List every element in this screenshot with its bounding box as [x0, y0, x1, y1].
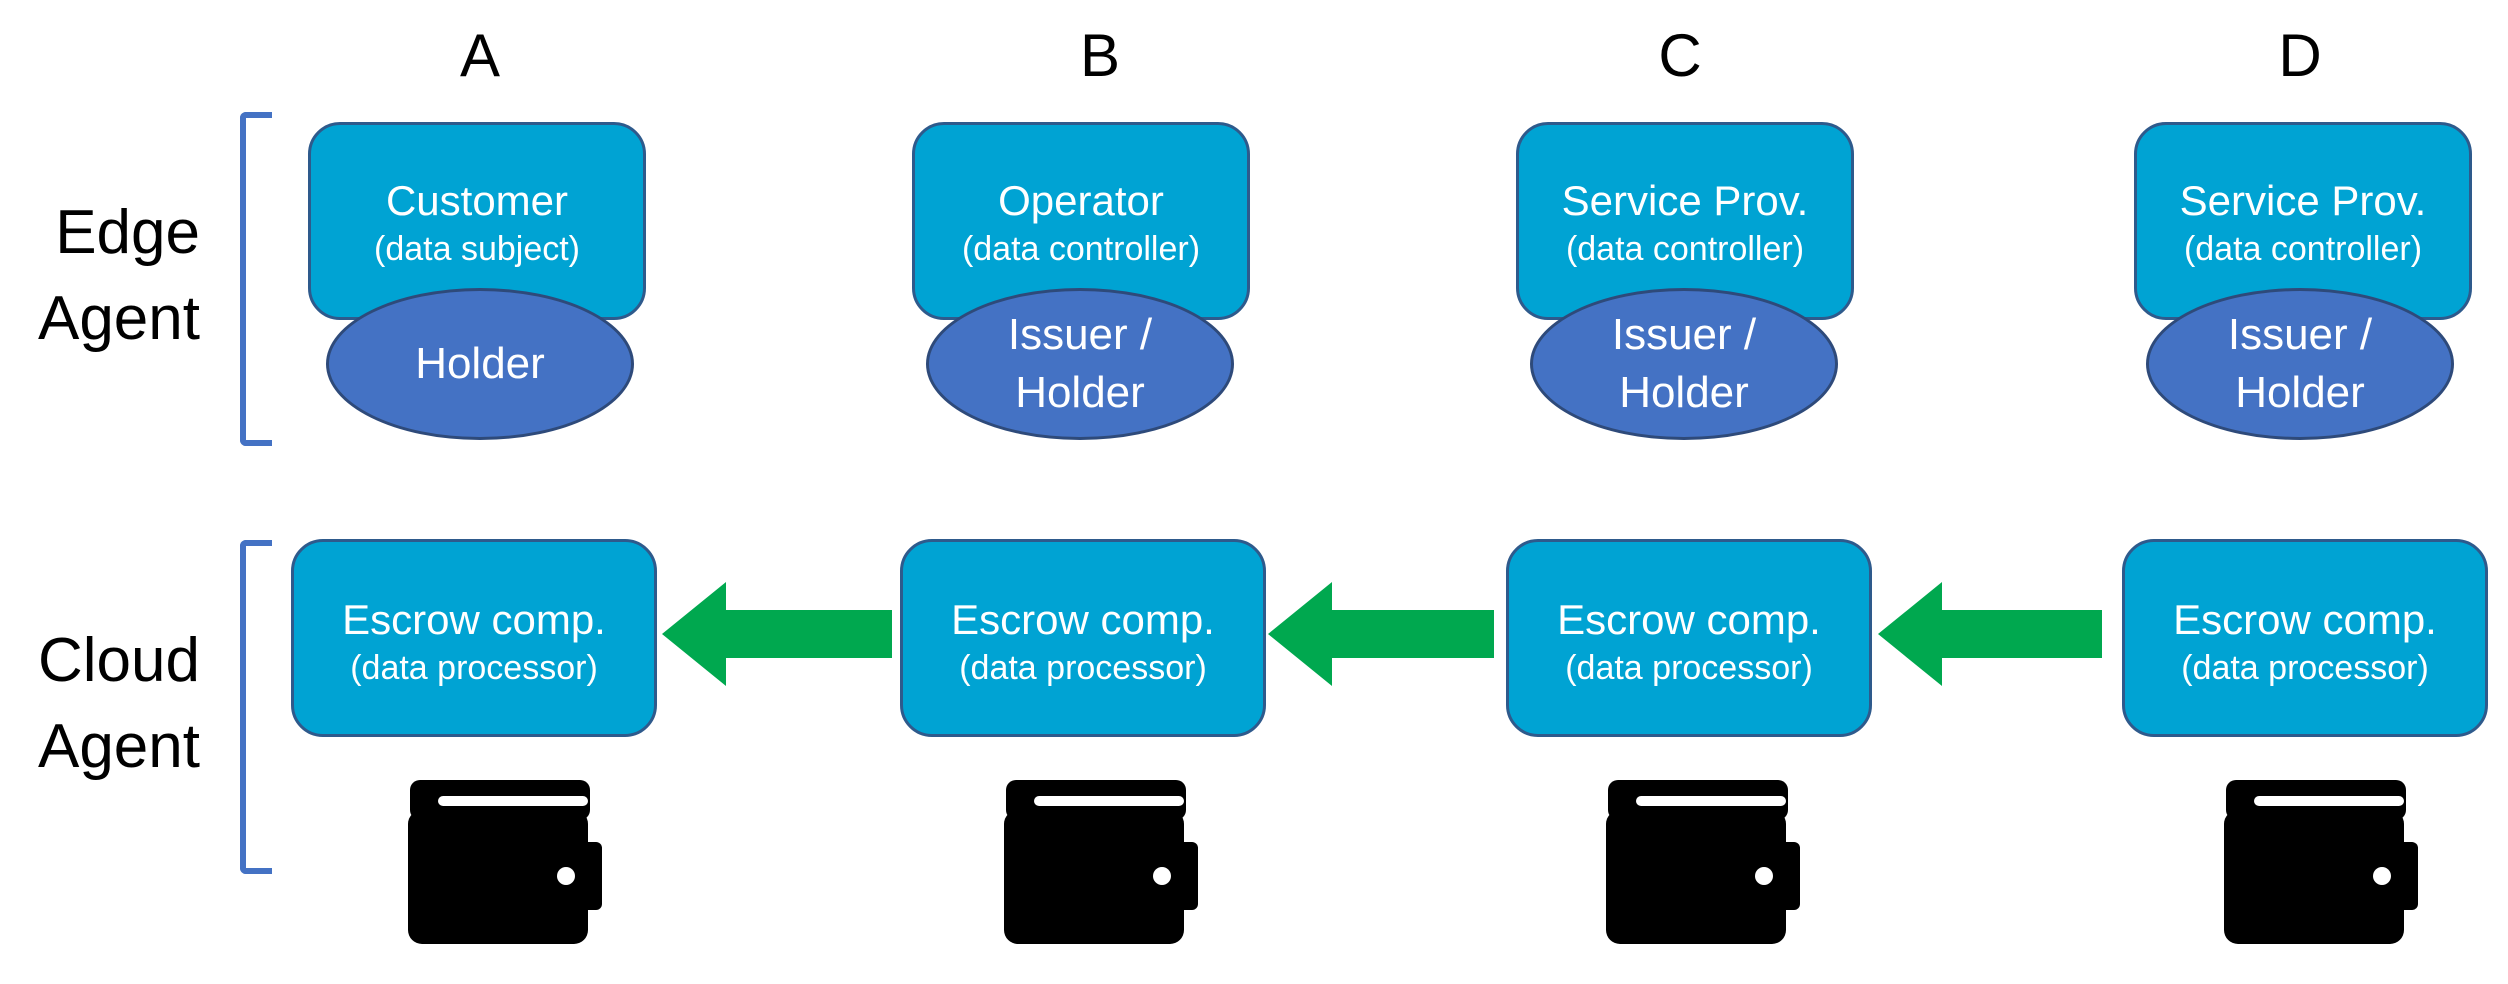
edge-box-operator: Operator (data controller): [912, 122, 1250, 320]
cloud-agent-label-line2: Agent: [37, 712, 200, 781]
edge-box-subtitle: (data controller): [2183, 230, 2423, 268]
left-arrow-icon: [1268, 582, 1494, 686]
column-label-b: B: [1079, 22, 1121, 89]
role-oval-issuer-holder-c: Issuer / Holder: [1530, 288, 1838, 440]
cloud-box-subtitle: (data processor): [2181, 649, 2429, 687]
edge-agent-label-line2: Agent: [37, 284, 200, 353]
role-label: Issuer / Holder: [1611, 310, 1757, 417]
column-label-c: C: [1658, 22, 1702, 89]
edge-box-title: Operator: [998, 177, 1164, 224]
cloud-box-escrow-b: Escrow comp. (data processor): [900, 539, 1266, 737]
cloud-box-title: Escrow comp.: [1557, 596, 1821, 643]
edge-box-subtitle: (data controller): [961, 230, 1201, 268]
cloud-box-subtitle: (data processor): [959, 649, 1207, 687]
left-arrow-icon: [1878, 582, 2102, 686]
cloud-box-escrow-c: Escrow comp. (data processor): [1506, 539, 1872, 737]
cloud-box-subtitle: (data processor): [1565, 649, 1813, 687]
wallet-icon: [1004, 780, 1198, 944]
column-label-a: A: [459, 22, 501, 89]
edge-box-subtitle: (data controller): [1565, 230, 1805, 268]
edge-box-customer: Customer (data subject): [308, 122, 646, 320]
edge-box-title: Customer: [385, 177, 569, 224]
role-label: Issuer / Holder: [2227, 310, 2373, 417]
edge-agent-bracket: [240, 112, 272, 446]
cloud-box-subtitle: (data processor): [350, 649, 598, 687]
role-oval-holder: Holder: [326, 288, 634, 440]
wallet-icon: [2224, 780, 2418, 944]
edge-agent-label: Edge Agent: [0, 190, 200, 362]
cloud-box-title: Escrow comp.: [951, 596, 1215, 643]
cloud-box-escrow-a: Escrow comp. (data processor): [291, 539, 657, 737]
column-label-d: D: [2278, 22, 2322, 89]
role-label: Issuer / Holder: [1007, 310, 1153, 417]
wallet-icon: [1606, 780, 1800, 944]
edge-box-title: Service Prov.: [2179, 177, 2427, 224]
edge-box-title: Service Prov.: [1561, 177, 1809, 224]
cloud-box-escrow-d: Escrow comp. (data processor): [2122, 539, 2488, 737]
edge-box-subtitle: (data subject): [374, 230, 580, 268]
edge-agent-label-line1: Edge: [55, 198, 200, 267]
role-oval-issuer-holder-d: Issuer / Holder: [2146, 288, 2454, 440]
role-label: Holder: [415, 339, 545, 388]
cloud-agent-bracket: [240, 540, 272, 874]
wallet-icon: [408, 780, 602, 944]
cloud-box-title: Escrow comp.: [342, 596, 606, 643]
edge-box-service-prov-d: Service Prov. (data controller): [2134, 122, 2472, 320]
cloud-agent-label-line1: Cloud: [38, 626, 200, 695]
cloud-box-title: Escrow comp.: [2173, 596, 2437, 643]
left-arrow-icon: [662, 582, 892, 686]
cloud-agent-label: Cloud Agent: [0, 618, 200, 790]
role-oval-issuer-holder-b: Issuer / Holder: [926, 288, 1234, 440]
